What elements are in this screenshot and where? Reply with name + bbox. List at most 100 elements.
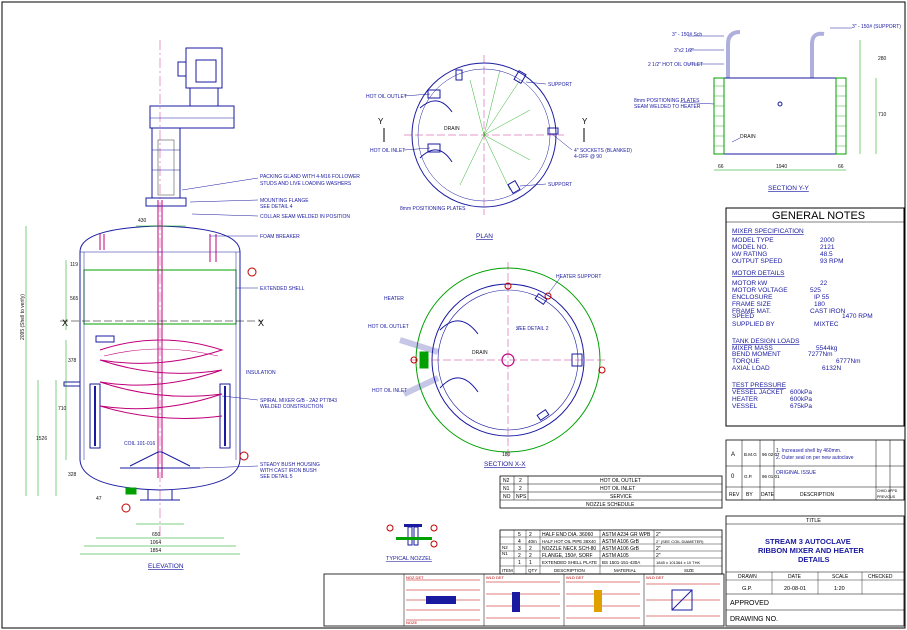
noz-1-size: 2 [519, 486, 522, 492]
test-row-0-k: VESSEL JACKET [732, 389, 784, 396]
rev-1-by: G.P. [744, 474, 752, 479]
noz-0-service: HOT OIL OUTLET [600, 478, 641, 484]
label-steady-bush-3: SEE DETAIL 5 [260, 474, 293, 480]
noz-0-size: 2 [519, 478, 522, 484]
bom-2-desc: NOZZLE NECK SCH-80 [542, 546, 596, 552]
mixer-row-3-k: OUTPUT SPEED [732, 258, 783, 265]
general-notes: GENERAL NOTES MIXER SPECIFICATION MODEL … [725, 207, 905, 427]
view-title-plan: PLAN [476, 233, 493, 240]
motor-row-3-v: 180 [814, 301, 825, 308]
bom-1-desc: HALF HOT OIL PIPE 38X40 [542, 539, 596, 544]
drawing-title-line2: RIBBON MIXER AND HEATER [758, 546, 864, 555]
sxx-see-detail: SEE DETAIL 2 [516, 326, 549, 332]
noz-1-service: HOT OIL INLET [600, 486, 635, 492]
bom-table: N2 N1 5 2 HALF END DIA. 36060 ASTM A234 … [499, 529, 723, 575]
date-label: DATE [788, 574, 802, 580]
dim-328: 328 [68, 472, 77, 478]
nozzle-schedule: N2 2 HOT OIL OUTLET N1 2 HOT OIL INLET N… [499, 475, 723, 509]
mixer-row-2-k: kW RATING [732, 251, 767, 258]
motor-row-1-v: 525 [810, 287, 821, 294]
label-insulation: INSULATION [246, 370, 276, 376]
dim-47: 47 [96, 496, 102, 502]
label-packing-gland-2: STUDS AND LIVE LOADING WASHERS [260, 181, 352, 187]
bom-header-size: SIZE [684, 568, 694, 573]
view-title-section-xx: SECTION X-X [484, 461, 526, 468]
motor-row-5-v: 1470 RPM [842, 313, 873, 320]
bom-0-desc: HALF END DIA. 36060 [542, 532, 593, 538]
dim-378: 378 [68, 358, 77, 364]
tank-row-3-k: AXIAL LOAD [732, 365, 770, 372]
scale-label: SCALE [832, 574, 849, 580]
tank-row-0-k: MIXER MASS [732, 345, 773, 352]
section-yy-view [679, 27, 877, 171]
noz-title: NOZZLE SCHEDULE [586, 502, 635, 508]
bom-header-desc: DESCRIPTION [554, 568, 585, 573]
rev-header-date: DATE [761, 492, 775, 498]
bom-4-item: 1 [518, 560, 521, 566]
motor-row-3-k: FRAME SIZE [732, 301, 772, 308]
plan-support-bottom: SUPPORT [548, 182, 572, 188]
noz-0-no: N2 [503, 478, 510, 484]
motor-row-6-v: MIXTEC [814, 321, 839, 328]
section-y-left: Y [378, 117, 384, 126]
bom-side-1: N1 [502, 551, 508, 556]
tank-row-1-k: BEND MOMENT [732, 351, 781, 358]
syy-drain: DRAIN [740, 134, 756, 140]
test-row-0-v: 600kPa [790, 389, 812, 396]
syy-dim-710: 710 [878, 112, 887, 118]
approved-label: APPROVED [730, 600, 769, 607]
tank-loads-heading: TANK DESIGN LOADS [732, 338, 800, 345]
section-xx-view [399, 262, 606, 458]
bom-1-mat: ASTM A106 GrB [602, 539, 640, 545]
sxx-hot-oil-outlet: HOT OIL OUTLET [368, 324, 409, 330]
syy-pipe-3: 3" - 150# Sch [672, 32, 702, 38]
motor-row-4-v: CAST IRON [810, 308, 846, 315]
plan-view [383, 55, 585, 215]
elevation-labels: PACKING GLAND WITH 4-M16 FOLLOWER STUDS … [20, 174, 360, 570]
label-packing-gland: PACKING GLAND WITH 4-M16 FOLLOWER [260, 174, 360, 180]
bom-0-size: 2" [656, 532, 661, 538]
test-row-2-v: 675kPa [790, 403, 812, 410]
bom-3-qty: 2 [529, 553, 532, 559]
bom-0-item: 5 [518, 532, 521, 538]
weld-label-4: NOZE [406, 620, 417, 625]
label-steady-bush: STEADY BUSH HOUSING [260, 462, 320, 468]
view-title-elevation: ELEVATION [148, 563, 184, 570]
label-mounting-flange: MOUNTING FLANGE [260, 198, 309, 204]
section-x-right: X [258, 318, 264, 328]
bom-header-qty: QTY [528, 568, 537, 573]
scale-value: 1:20 [834, 586, 845, 592]
dim-1064: 1064 [150, 540, 161, 546]
section-yy-labels: 3" - 150# Sch 3"x2 1/2" 2 1/2" HOT OIL O… [634, 24, 901, 192]
syy-positioning-2: SEAM WELDED TO HEATER [634, 104, 701, 110]
title-label: TITLE [806, 518, 821, 524]
motor-row-6-k: SUPPLIED BY [732, 321, 775, 328]
motor-details-heading: MOTOR DETAILS [732, 270, 785, 277]
plan-drain: DRAIN [444, 126, 460, 132]
bom-3-desc: FLANGE, 150#, SORF [542, 553, 593, 559]
mixer-row-3-v: 93 RPM [820, 258, 843, 265]
rev-header-prev: PREVIOUS [877, 495, 896, 499]
bom-side-0: N2 [502, 545, 508, 550]
label-spiral-mixer: SPIRAL MIXER G/B - 2A2 PT7843 [260, 398, 337, 404]
dim-2095: 2095 (Shell to verify) [20, 294, 26, 340]
rev-1-rev: 0 [731, 474, 735, 480]
weld-details-strip: NOZ DET WLD DET WLD DET WLD DET NOZE [323, 573, 725, 627]
syy-pipe-2: 3"x2 1/2" [674, 48, 694, 54]
bom-2-size: 2" [656, 546, 661, 552]
mixer-row-1-k: MODEL NO. [732, 244, 768, 251]
plan-hot-oil-outlet: HOT OIL OUTLET [366, 94, 407, 100]
syy-dim-1940: 1940 [776, 164, 787, 170]
bom-1-item: 4 [518, 539, 521, 545]
rev-0-desc1: 1. Increased shell by 460mm. [776, 448, 841, 454]
mixer-row-1-v: 2121 [820, 244, 835, 251]
dim-119: 119 [70, 262, 78, 268]
sxx-heater: HEATER [384, 296, 404, 302]
bom-header-mat: MATERIAL [614, 568, 637, 573]
motor-row-0-v: 22 [820, 280, 828, 287]
mixer-row-0-k: MODEL TYPE [732, 237, 774, 244]
dim-1526: 1526 [36, 436, 47, 442]
elevation-view [25, 40, 262, 555]
label-foam-breaker: FOAM BREAKER [260, 234, 300, 240]
drawn-label: DRAWN [738, 574, 757, 580]
